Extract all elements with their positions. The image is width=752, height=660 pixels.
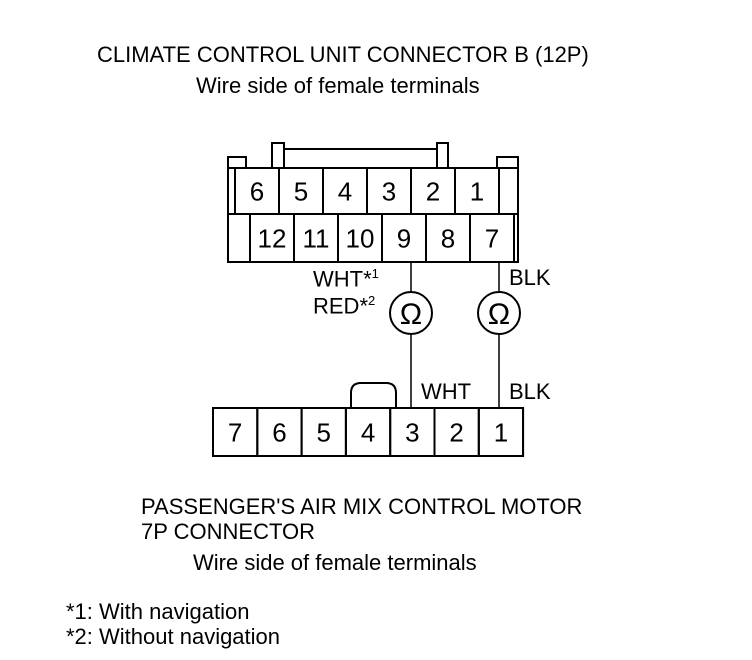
bottom-cell-1 bbox=[477, 407, 525, 457]
wire-label-wht-nav: WHT*1 bbox=[313, 267, 379, 290]
footnote-ref-1: 1 bbox=[371, 266, 379, 281]
bottom-pin-5: 5 bbox=[317, 417, 331, 447]
bottom-pin-6: 6 bbox=[272, 417, 286, 447]
top-row2-pin-10: 10 bbox=[346, 223, 375, 253]
bottom-connector-title-line2: 7P CONNECTOR bbox=[141, 519, 316, 544]
wire-label-red-no-nav-text: RED* bbox=[313, 293, 369, 319]
bottom-connector-subtitle: Wire side of female terminals bbox=[193, 550, 477, 575]
top-row2-pin-12: 12 bbox=[258, 223, 287, 253]
bottom-pin-2: 2 bbox=[449, 417, 463, 447]
footnote-2: *2: Without navigation bbox=[66, 624, 281, 649]
bottom-connector-latch bbox=[350, 382, 397, 408]
wire-label-red-no-nav: RED*2 bbox=[313, 294, 375, 317]
top-connector-title: CLIMATE CONTROL UNIT CONNECTOR B (12P) bbox=[97, 42, 589, 67]
wire-label-wht-bottom: WHT bbox=[421, 379, 472, 404]
top-row1-pin-1: 1 bbox=[470, 176, 484, 206]
top-row1-pin-4: 4 bbox=[338, 176, 352, 206]
top-row1-pin-3: 3 bbox=[382, 176, 396, 206]
bottom-connector-title-line1: PASSENGER'S AIR MIX CONTROL MOTOR bbox=[141, 494, 583, 519]
top-row1-pin-6: 6 bbox=[250, 176, 264, 206]
bottom-pin-3: 3 bbox=[405, 417, 419, 447]
wire-label-blk-top: BLK bbox=[509, 265, 551, 290]
top-connector-subtitle: Wire side of female terminals bbox=[196, 73, 480, 98]
top-row2-cell-7 bbox=[469, 213, 515, 263]
top-row1-pin-5: 5 bbox=[294, 176, 308, 206]
bottom-pin-4: 4 bbox=[361, 417, 375, 447]
bottom-connector-housing bbox=[212, 407, 524, 457]
bottom-pin-7: 7 bbox=[228, 417, 242, 447]
wire-label-blk-bottom: BLK bbox=[509, 379, 551, 404]
ohm-symbol-right: Ω bbox=[488, 298, 510, 331]
top-row2-pin-8: 8 bbox=[441, 223, 455, 253]
wire-label-wht-nav-text: WHT* bbox=[313, 266, 372, 292]
footnote-1: *1: With navigation bbox=[66, 599, 250, 624]
top-row2-pin-7: 7 bbox=[485, 223, 499, 253]
top-row2-pin-9: 9 bbox=[397, 223, 411, 253]
top-row2-pin-11: 11 bbox=[303, 223, 330, 253]
top-row1-pin-2: 2 bbox=[426, 176, 440, 206]
ohmmeter-right: Ω bbox=[477, 291, 521, 335]
footnote-ref-2: 2 bbox=[368, 293, 376, 308]
ohm-symbol-left: Ω bbox=[400, 298, 422, 331]
ohmmeter-left: Ω bbox=[389, 291, 433, 335]
bottom-pin-1: 1 bbox=[494, 417, 508, 447]
